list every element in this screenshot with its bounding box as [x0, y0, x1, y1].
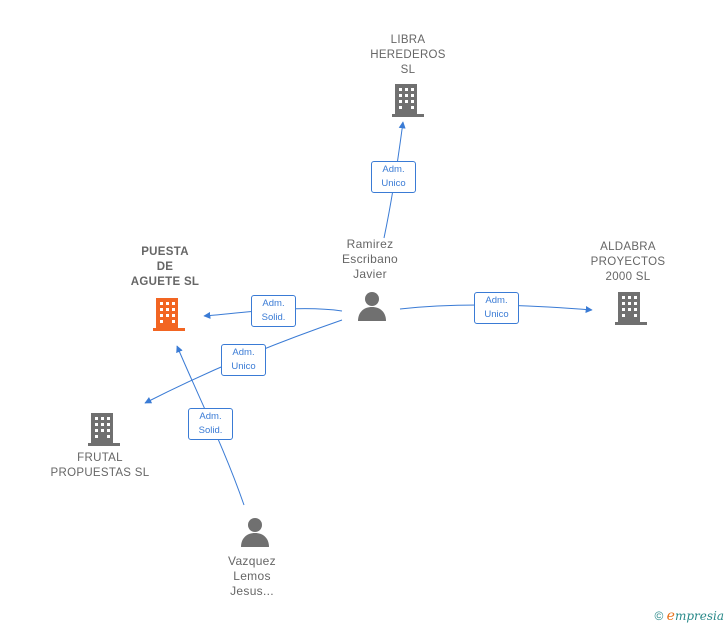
label-line: Ramirez	[346, 237, 394, 251]
relation-line: Adm.	[485, 295, 508, 306]
label-line: PUESTA	[141, 246, 189, 258]
label-line: AGUETE SL	[130, 276, 200, 288]
label-line: PROPUESTAS SL	[50, 467, 150, 479]
building-icon[interactable]	[153, 298, 185, 331]
person-label-vazquez[interactable]: Vazquez Lemos Jesus...	[202, 554, 302, 599]
relation-line: Solid.	[198, 425, 223, 436]
building-icon[interactable]	[88, 413, 120, 446]
label-line: Lemos	[233, 569, 271, 583]
relation-line: Adm.	[232, 347, 255, 358]
company-label-aldabra[interactable]: ALDABRA PROYECTOS 2000 SL	[578, 240, 678, 285]
relation-line: Unico	[381, 178, 406, 189]
copyright-symbol: ©	[654, 609, 664, 623]
label-line: LIBRA	[390, 34, 426, 46]
building-icon[interactable]	[392, 84, 424, 117]
relation-badge-ramirez-aldabra[interactable]: Adm. Unico	[474, 292, 519, 324]
relation-badge-ramirez-libra[interactable]: Adm. Unico	[371, 161, 416, 193]
relation-line: Adm.	[382, 164, 405, 175]
person-icon[interactable]	[241, 518, 269, 547]
label-line: Javier	[353, 267, 387, 281]
relation-badge-ramirez-frutal[interactable]: Adm. Unico	[221, 344, 266, 376]
company-label-libra[interactable]: LIBRA HEREDEROS SL	[358, 33, 458, 78]
label-line: ALDABRA	[600, 241, 656, 253]
label-line: Jesus...	[230, 584, 274, 598]
person-label-ramirez[interactable]: Ramirez Escribano Javier	[320, 237, 420, 282]
brand-logo-initial: e	[666, 608, 675, 624]
person-icon[interactable]	[358, 292, 386, 321]
label-line: SL	[400, 64, 416, 76]
company-label-frutal[interactable]: FRUTAL PROPUESTAS SL	[40, 451, 160, 481]
brand-watermark: © empresia	[654, 608, 724, 624]
relation-line: Solid.	[261, 312, 286, 323]
label-line: Escribano	[341, 252, 399, 266]
relation-line: Adm.	[262, 298, 285, 309]
label-line: DE	[156, 261, 174, 273]
label-line: Vazquez	[228, 554, 276, 568]
relation-badge-vazquez-puesta[interactable]: Adm. Solid.	[188, 408, 233, 440]
relation-line: Unico	[484, 309, 509, 320]
building-icon[interactable]	[615, 292, 647, 325]
brand-name: mpresia	[674, 609, 724, 623]
label-line: FRUTAL	[77, 452, 123, 464]
label-line: PROYECTOS	[590, 256, 666, 268]
company-label-puesta[interactable]: PUESTA DE AGUETE SL	[115, 245, 215, 290]
label-line: 2000 SL	[605, 271, 651, 283]
relation-line: Unico	[231, 361, 256, 372]
relation-badge-ramirez-puesta[interactable]: Adm. Solid.	[251, 295, 296, 327]
label-line: HEREDEROS	[370, 49, 446, 61]
relation-line: Adm.	[199, 411, 222, 422]
